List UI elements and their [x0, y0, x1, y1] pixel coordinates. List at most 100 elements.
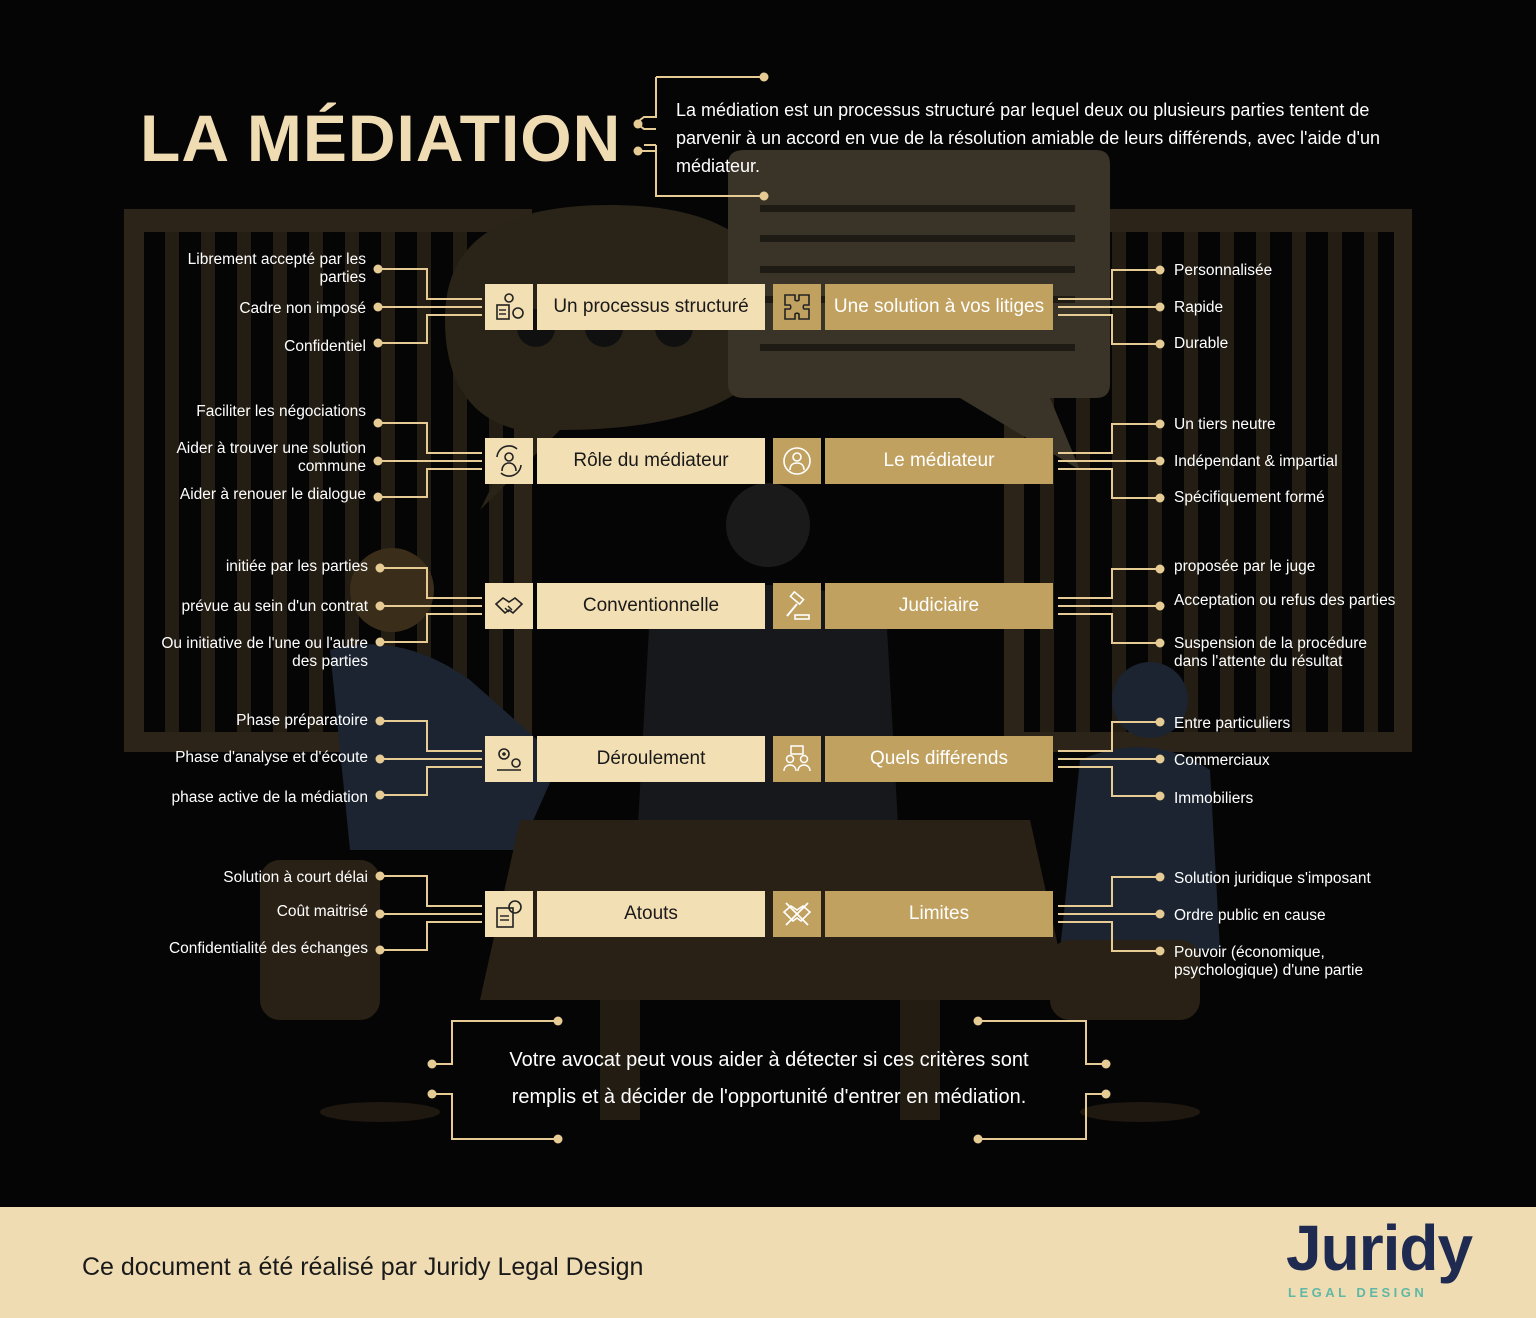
connector-line	[378, 422, 482, 454]
connector-dot	[1155, 339, 1165, 349]
connector-dot	[1155, 717, 1165, 727]
concept-label-left: Rôle du médiateur	[537, 438, 765, 484]
concept-label-left: Conventionnelle	[537, 583, 765, 629]
right-item: Solution juridique s'imposant	[1174, 870, 1371, 887]
connector-line	[1058, 468, 1160, 499]
connector-line	[1058, 269, 1160, 300]
connector-dot	[427, 1059, 437, 1069]
connector-line	[380, 567, 482, 599]
connector-line	[978, 1020, 1106, 1065]
right-item: Spécifiquement formé	[1174, 489, 1325, 506]
connector-line	[1058, 921, 1160, 952]
workflow-icon	[485, 284, 533, 330]
juridy-logo: Juridy LEGAL DESIGN	[1286, 1213, 1486, 1309]
footer-bar: Ce document a été réalisé par Juridy Leg…	[0, 1207, 1536, 1318]
gavel-icon	[773, 583, 821, 629]
left-item: Confidentiel	[284, 338, 366, 355]
connector-dot	[973, 1134, 983, 1144]
connector-dot	[1155, 946, 1165, 956]
concept-label-right: Une solution à vos litiges	[825, 284, 1053, 330]
connector-dot	[427, 1089, 437, 1099]
right-item: Pouvoir (économique, psychologique) d'un…	[1174, 944, 1364, 979]
connector-dot	[375, 790, 385, 800]
connector-line	[655, 145, 764, 197]
concept-label-left: Déroulement	[537, 736, 765, 782]
connector-line	[1058, 613, 1160, 644]
connector-dot	[375, 871, 385, 881]
connector-line	[1058, 568, 1160, 599]
connector-line	[378, 314, 482, 344]
connector-dot	[1101, 1059, 1111, 1069]
left-item: Confidentialité des échanges	[168, 940, 368, 957]
right-item: Un tiers neutre	[1174, 416, 1276, 433]
page-title: LA MÉDIATION	[140, 101, 622, 175]
connector-dot	[373, 302, 383, 312]
connector-dot	[375, 716, 385, 726]
left-item: Coût maitrisé	[276, 903, 368, 920]
connector-dot	[759, 72, 769, 82]
left-item: prévue au sein d'un contrat	[181, 598, 369, 615]
concept-label-right: Quels différends	[825, 736, 1053, 782]
connector-line	[1058, 423, 1160, 454]
background-illustration	[124, 150, 1412, 1122]
connector-line	[380, 875, 482, 907]
connector-line	[1058, 721, 1160, 752]
credit-text: Ce document a été réalisé par Juridy Leg…	[82, 1253, 644, 1281]
connector-dot	[1155, 265, 1165, 275]
right-item: Rapide	[1174, 299, 1224, 316]
process-gear-icon	[485, 736, 533, 782]
handshake-icon	[485, 583, 533, 629]
intro-text: La médiation est un processus structuré …	[676, 100, 1380, 176]
connector-dot	[1101, 1089, 1111, 1099]
right-item: Immobiliers	[1174, 790, 1254, 807]
puzzle-icon	[773, 284, 821, 330]
connector-dot	[375, 945, 385, 955]
connector-line	[1058, 876, 1160, 907]
right-item: Ordre public en cause	[1174, 907, 1326, 924]
left-item: Ou initiative de l'une ou l'autre des pa…	[161, 635, 368, 670]
connector-dot	[1155, 419, 1165, 429]
right-item: Indépendant & impartial	[1174, 453, 1338, 470]
mediator-cycle-icon	[485, 438, 533, 484]
connector-line	[380, 921, 482, 951]
infographic-stage: LA MÉDIATION La médiation est un process…	[124, 72, 1412, 1144]
left-item: Phase d'analyse et d'écoute	[175, 749, 368, 766]
left-item: Solution à court délai	[223, 869, 368, 886]
right-item: Durable	[1174, 335, 1229, 352]
connector-dot	[1155, 302, 1165, 312]
connector-dot	[373, 418, 383, 428]
right-item: Suspension de la procédure dans l'attent…	[1174, 635, 1368, 670]
logo-subtitle: LEGAL DESIGN	[1288, 1285, 1428, 1300]
connector-dot	[1155, 754, 1165, 764]
right-item: Commerciaux	[1174, 752, 1270, 769]
connector-lines	[373, 72, 1165, 1144]
connector-line	[432, 1020, 558, 1065]
connector-dot	[1155, 638, 1165, 648]
connector-line	[1058, 766, 1160, 797]
connector-line	[380, 766, 482, 796]
left-item: Aider à trouver une solution commune	[176, 440, 366, 475]
connector-dot	[1155, 872, 1165, 882]
connector-dot	[375, 637, 385, 647]
left-item: phase active de la médiation	[171, 789, 368, 806]
connector-dot	[373, 264, 383, 274]
connector-dot	[375, 563, 385, 573]
connector-dot	[1155, 909, 1165, 919]
connector-dot	[373, 492, 383, 502]
connector-line	[378, 268, 482, 300]
concept-label-left: Atouts	[537, 891, 765, 937]
connector-line	[378, 468, 482, 498]
left-item: Cadre non imposé	[239, 300, 366, 317]
connector-line	[380, 613, 482, 643]
no-handshake-icon	[773, 891, 821, 937]
connector-dot	[375, 909, 385, 919]
concept-label-right: Le médiateur	[825, 438, 1053, 484]
right-item: proposée par le juge	[1174, 558, 1316, 575]
logo-wordmark: Juridy	[1286, 1212, 1473, 1284]
conclusion-text: Votre avocat peut vous aider à détecter …	[509, 1049, 1029, 1108]
connector-dot	[1155, 791, 1165, 801]
connector-line	[380, 720, 482, 752]
connector-dot	[633, 119, 643, 129]
left-item: Phase préparatoire	[236, 712, 368, 729]
connector-dot	[373, 338, 383, 348]
